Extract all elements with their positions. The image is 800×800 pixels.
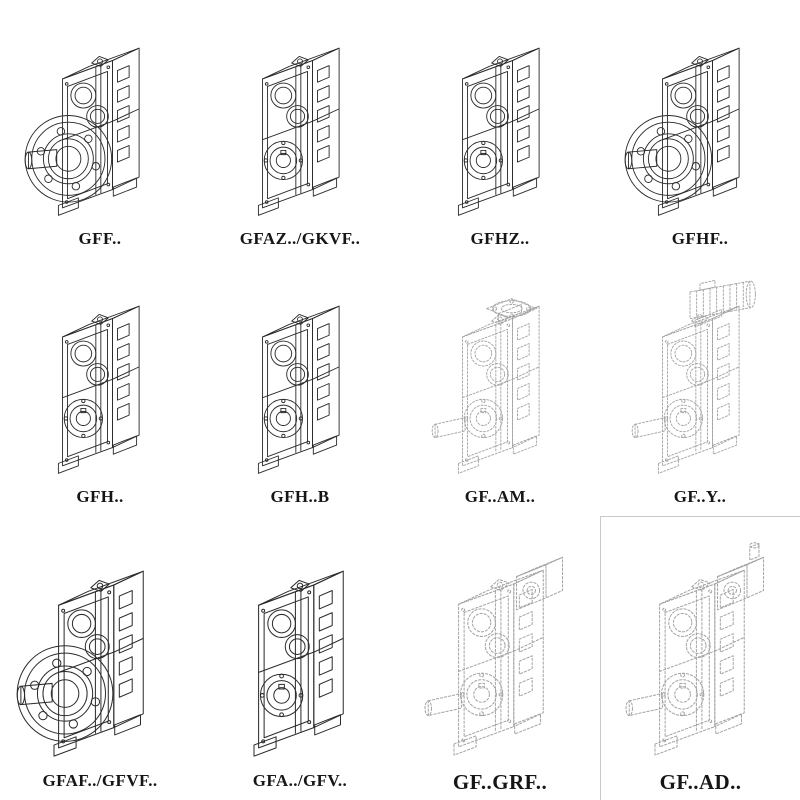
catalog-item: GFH..B (200, 258, 400, 516)
model-label: GFA../GFV.. (252, 771, 348, 790)
catalog-item: GFHZ.. (400, 0, 600, 258)
catalog-item: GFH.. (0, 258, 200, 516)
flange-output-gearbox-drawing (7, 539, 193, 769)
input-shaft-gearbox-drawing (602, 538, 800, 768)
model-label: GFAZ../GKVF.. (239, 229, 361, 248)
catalog-item: GF..AD.. (600, 516, 800, 800)
catalog-item: GFF.. (0, 0, 200, 258)
catalog-item: GFA../GFV.. (200, 516, 400, 800)
hollow-shaft-gearbox-drawing (207, 277, 393, 485)
catalog-item: GFAZ../GKVF.. (200, 0, 400, 258)
hollow-shaft-gearbox-drawing (7, 277, 193, 485)
model-label: GF..Y.. (673, 487, 727, 506)
model-label: GFHF.. (671, 229, 729, 248)
hollow-shaft-gearbox-drawing (207, 539, 393, 769)
catalog-item: GFHF.. (600, 0, 800, 258)
catalog-item: GF..GRF.. (400, 516, 600, 800)
model-label: GFH.. (76, 487, 124, 506)
model-label: GF..AD.. (659, 770, 742, 794)
hollow-shaft-gearbox-drawing (207, 19, 393, 227)
model-label: GFH..B (270, 487, 330, 506)
top-flange-gearbox-drawing (401, 277, 599, 485)
flange-output-gearbox-drawing (7, 19, 193, 227)
model-label: GFF.. (78, 229, 122, 248)
motor-gearbox-drawing (601, 277, 799, 485)
model-label: GF..GRF.. (452, 770, 548, 794)
catalog-item: GF..Y.. (600, 258, 800, 516)
catalog-item: GFAF../GFVF.. (0, 516, 200, 800)
model-label: GFHZ.. (470, 229, 530, 248)
hollow-shaft-gearbox-drawing (407, 19, 593, 227)
catalog-item: GF..AM.. (400, 258, 600, 516)
flange-output-gearbox-drawing (607, 19, 793, 227)
input-adapter-gearbox-drawing (401, 538, 599, 768)
model-label: GFAF../GFVF.. (42, 771, 158, 790)
model-label: GF..AM.. (464, 487, 536, 506)
